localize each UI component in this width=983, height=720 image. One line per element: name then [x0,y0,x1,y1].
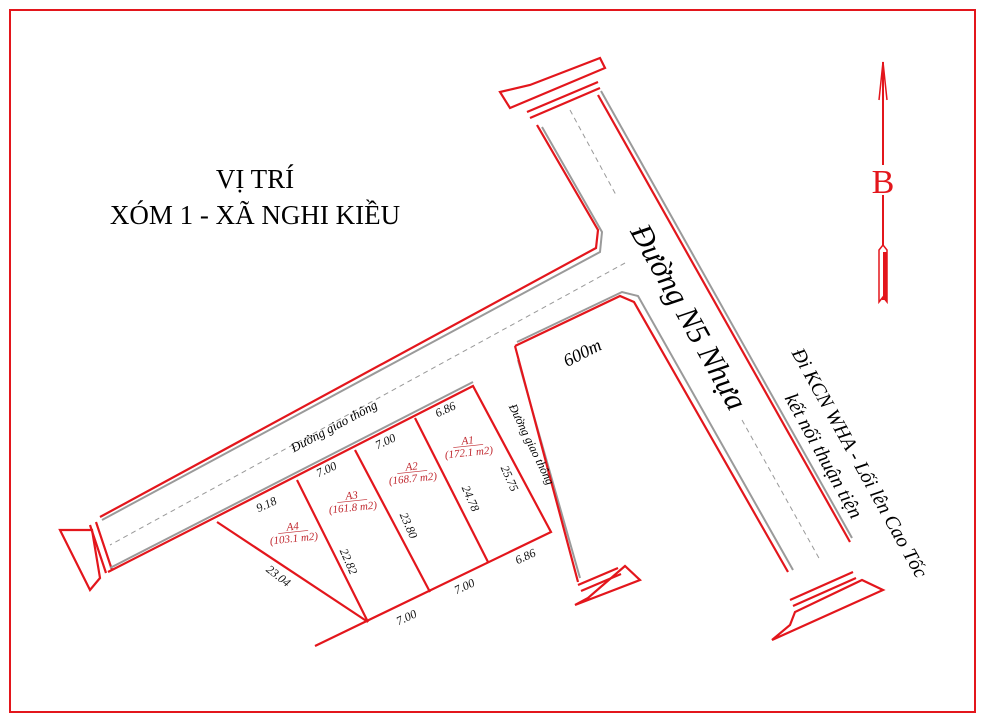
lot-area: (161.8 m2) [328,499,378,516]
title-line2: XÓM 1 - XÃ NGHI KIỀU [110,199,400,230]
north-arrow-icon [878,61,888,305]
lot-name: A2 [404,460,419,473]
lot-name: A3 [344,489,359,502]
lot-area: (172.1 m2) [444,444,494,461]
north-label: B [872,164,895,201]
dim-a4-left: 23.04 [264,562,294,590]
lot-a3: A3 (161.8 m2) [328,489,378,516]
main-road [58,56,886,642]
lot-a1: A1 (172.1 m2) [444,434,494,461]
dim-a2-top: 7.00 [373,431,398,453]
dim-a1-top: 6.86 [433,399,458,421]
dim-a3-bottom: 7.00 [394,607,419,629]
horizontal-road-label: Đường giao thông [287,397,380,456]
lot-area: (103.1 m2) [269,530,319,547]
dim-a3-a4: 22.82 [337,546,361,576]
lot-area: (168.7 m2) [388,470,438,487]
distance-label: 600m [560,335,605,371]
lot-a2: A2 (168.7 m2) [388,460,438,487]
road-note-line1: Đi KCN WHA - Lối lên Cao Tốc [786,344,931,582]
lot-name: A1 [460,434,474,447]
frame-border [9,9,976,713]
lot-name: A4 [285,520,300,533]
lots [107,381,553,647]
dimension-labels: 6.86 7.00 7.00 9.18 25.75 24.78 23.80 22… [254,399,538,629]
title-line1: VỊ TRÍ [216,164,294,194]
lot-a4: A4 (103.1 m2) [269,520,319,547]
dim-a1-right: 25.75 [498,463,522,493]
